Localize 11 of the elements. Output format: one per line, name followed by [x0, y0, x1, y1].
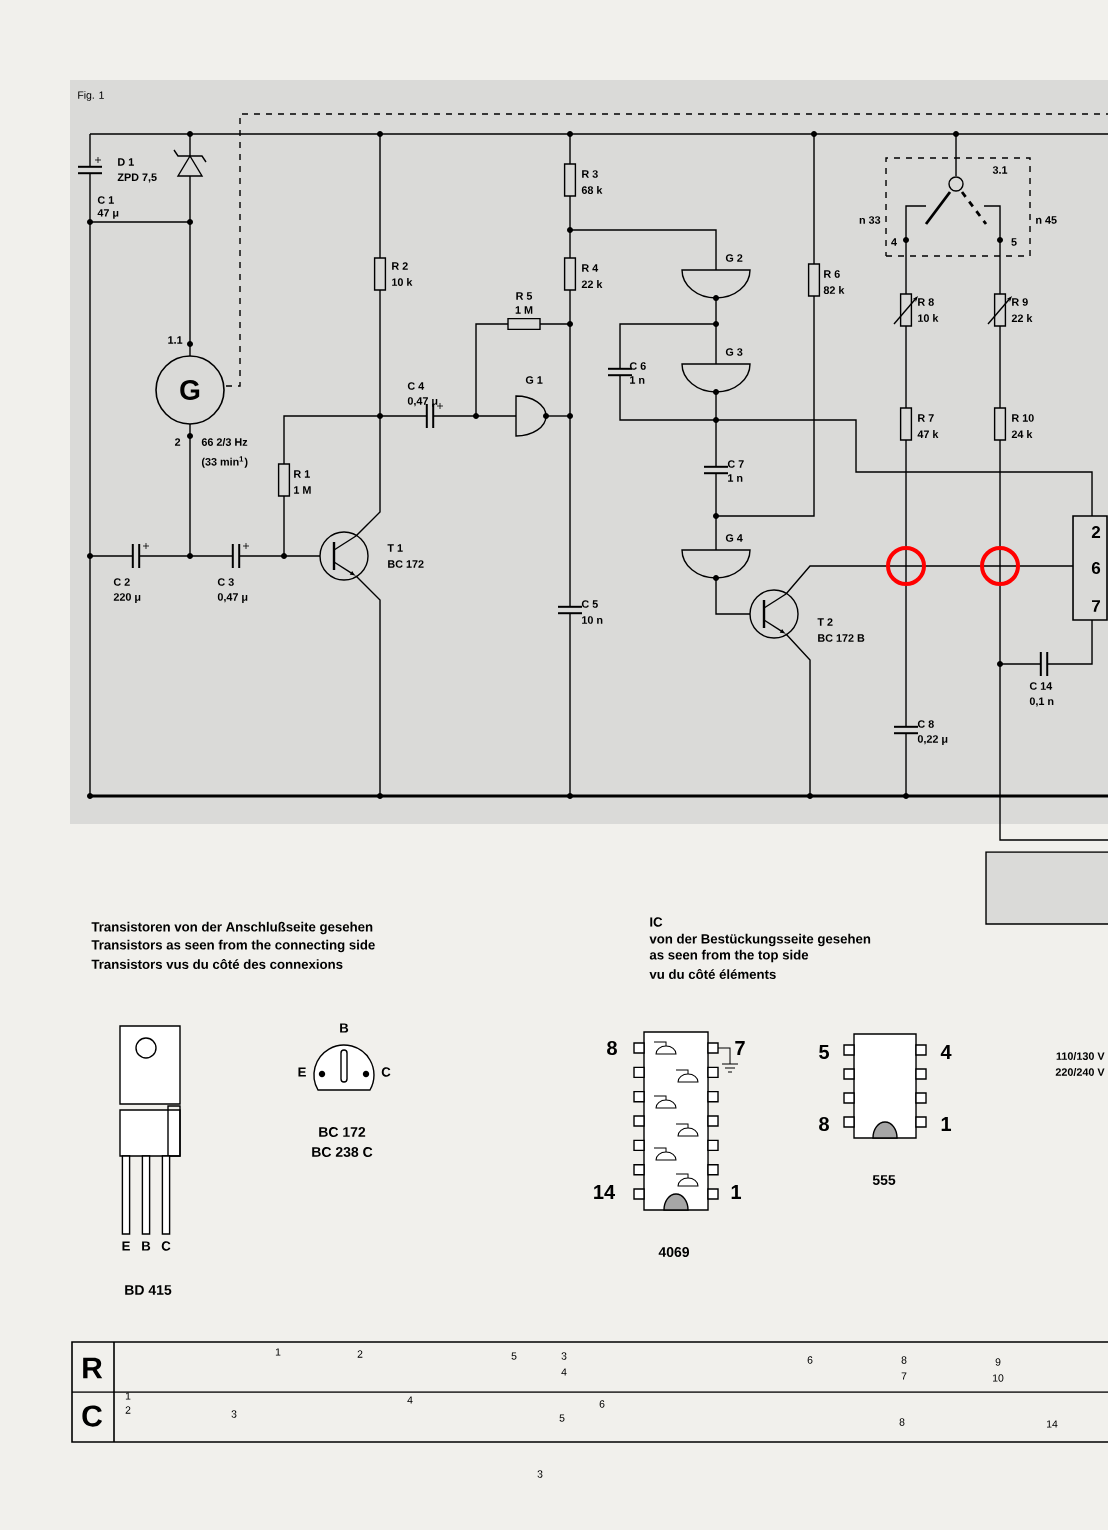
ic-box: 2 6 7 — [1072, 515, 1108, 621]
pin-number: 8 — [819, 1116, 829, 1132]
table-header: C — [82, 1405, 102, 1427]
pin-number: 4 — [940, 1045, 952, 1059]
pin-number: 5 — [819, 1045, 829, 1059]
table-header: R — [83, 1357, 103, 1379]
pin-number: 1 — [731, 1185, 741, 1199]
pin-number: 8 — [607, 1040, 617, 1056]
pin-number: 1 — [941, 1117, 951, 1131]
pin-number: 7 — [735, 1041, 745, 1055]
pin-number: 14 — [594, 1185, 615, 1199]
